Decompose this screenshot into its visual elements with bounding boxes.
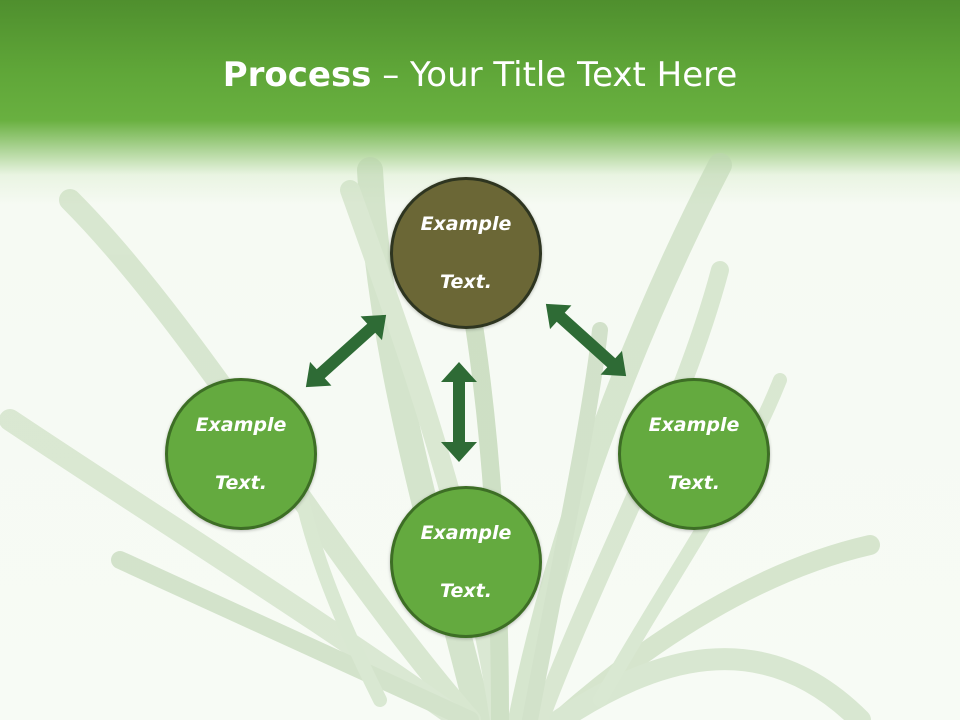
node-top-line1: Example: [420, 212, 512, 235]
node-right-line2: Text.: [668, 471, 720, 494]
double-arrow-vertical: [441, 362, 477, 462]
double-arrow-right: [545, 303, 627, 377]
title-rest: – Your Title Text Here: [371, 55, 738, 95]
node-left-line1: Example: [195, 413, 287, 436]
node-bottom-line1: Example: [420, 521, 512, 544]
title-bold: Process: [222, 55, 372, 95]
node-left-line2: Text.: [215, 471, 267, 494]
double-arrow-left: [305, 314, 387, 388]
slide-title: Process – Your Title Text Here: [0, 50, 960, 100]
node-bottom-line2: Text.: [440, 579, 492, 602]
node-right-line1: Example: [648, 413, 740, 436]
node-top-line2: Text.: [440, 270, 492, 293]
